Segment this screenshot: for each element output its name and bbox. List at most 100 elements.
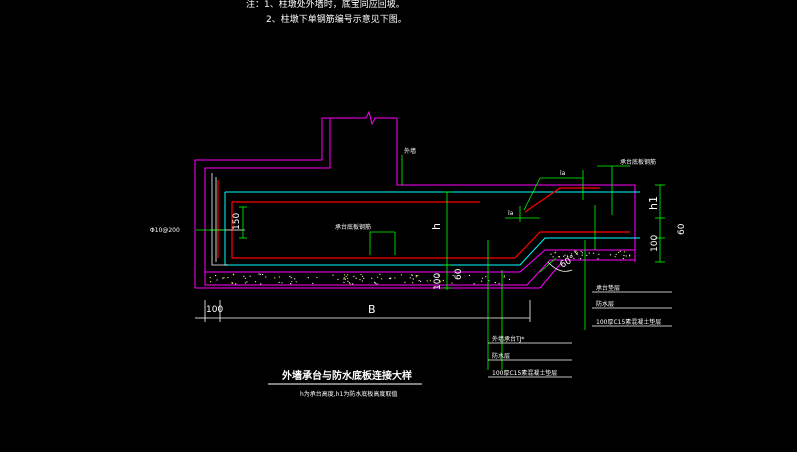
angle-arc <box>547 261 573 272</box>
speckle-dot <box>347 280 349 282</box>
legend-center-2: 防水层 <box>492 352 510 360</box>
speckle-dot <box>581 254 583 256</box>
speckle-dot <box>415 275 417 277</box>
speckle-dot <box>362 275 364 277</box>
dim-150: 150 <box>232 213 242 230</box>
speckle-dot <box>508 278 511 281</box>
speckle-dot <box>349 283 351 285</box>
speckle-dot <box>488 280 490 282</box>
speckle-dot <box>347 277 349 279</box>
speckle-dot <box>580 250 582 252</box>
speckle-dot <box>361 280 363 282</box>
speckle-dot <box>210 281 212 283</box>
speckle-dot <box>503 276 505 278</box>
drawing-subtitle: h为承台高度,h1为防水底板高度取值 <box>300 390 397 398</box>
legend-right-1: 承台垫层 <box>596 284 620 292</box>
speckle-dot <box>359 279 361 281</box>
speckle-dot <box>494 282 496 284</box>
speckle-dot <box>575 250 577 252</box>
speckle-dot <box>376 283 378 285</box>
speckle-dot <box>216 279 218 281</box>
speckle-dot <box>360 273 362 276</box>
speckle-dot <box>332 274 334 276</box>
speckle-dot <box>566 255 569 257</box>
speckle-dot <box>482 277 484 279</box>
speckle-dot <box>290 283 292 285</box>
dim-h: h <box>430 223 443 230</box>
speckle-dot <box>231 282 233 284</box>
speckle-dot <box>222 277 224 279</box>
speckle-dot <box>552 256 554 258</box>
note-line-1: 注：1、柱墩处外墙时，底宝同应回坡。 <box>246 0 405 10</box>
speckle-dot <box>246 281 248 283</box>
speckle-dot <box>614 256 616 258</box>
speckle-dot <box>581 252 584 254</box>
speckle-dot <box>259 273 261 275</box>
label-top-rebar-right: 承台底板钢筋 <box>620 158 656 166</box>
speckle-dot <box>344 278 346 280</box>
speckle-dot <box>260 283 262 285</box>
label-wall: 外墙 <box>404 147 416 155</box>
speckle-dot <box>412 278 414 280</box>
label-la-mid: la <box>508 210 514 217</box>
speckle-dot <box>615 253 617 255</box>
speckle-dot <box>563 255 565 257</box>
dim-60-center: 60 <box>454 268 464 280</box>
speckle-dot <box>345 275 347 277</box>
rebar-lines <box>217 180 630 259</box>
dim-60-right: 60 <box>677 223 687 235</box>
legend-right-2: 防水层 <box>596 300 614 308</box>
speckle-dot <box>389 278 391 280</box>
legend-right-3: 100厚C15素混凝土垫层 <box>596 318 661 326</box>
speckle-dot <box>574 251 576 253</box>
speckle-dot <box>258 273 260 275</box>
speckle-dot <box>379 273 381 275</box>
speckle-dot <box>618 251 620 253</box>
label-stirrup: Φ10@200 <box>150 227 180 234</box>
note-line-2: 2、柱墩下单钢筋编号示意见下图。 <box>266 13 407 25</box>
speckle-dot <box>426 280 428 282</box>
speckle-dot <box>481 280 483 282</box>
speckle-dot <box>233 274 235 276</box>
speckle-dot <box>579 258 582 260</box>
speckle-dot <box>343 281 345 283</box>
speckle-dot <box>554 252 556 254</box>
dim-100-center: 100 <box>433 273 443 290</box>
legend-right-lines <box>592 291 672 327</box>
speckle-dot <box>417 275 419 277</box>
speckle-dot <box>452 274 454 276</box>
speckle-dot <box>451 282 453 284</box>
speckle-dot <box>337 278 339 281</box>
speckle-dot <box>625 255 627 257</box>
speckle-dot <box>439 279 441 281</box>
speckle-dot <box>576 252 578 254</box>
speckle-dot <box>409 277 411 279</box>
speckle-dot <box>353 275 355 277</box>
speckle-dot <box>243 275 245 277</box>
speckle-dot <box>586 254 588 256</box>
speckle-dot <box>209 277 211 279</box>
speckle-dot <box>274 277 276 279</box>
dim-100-bottom: 100 <box>206 305 223 315</box>
speckle-dot <box>235 283 237 285</box>
speckle-dot <box>550 253 552 255</box>
dim-h1: h1 <box>647 196 660 210</box>
dim-angle: 60° <box>559 254 578 271</box>
legend-center-1: 外墙承台TJ* <box>492 335 524 343</box>
label-la-top: la <box>560 170 566 177</box>
speckle-dot <box>418 279 420 282</box>
speckle-dot <box>347 274 349 276</box>
foundation-outline <box>194 110 636 289</box>
speckle-dot <box>622 258 625 260</box>
speckle-dot <box>503 275 505 277</box>
speckle-dot <box>437 274 439 276</box>
speckle-dot <box>265 276 267 278</box>
speckle-dot <box>348 282 350 284</box>
speckle-dot <box>415 276 417 278</box>
dim-100-right: 100 <box>650 235 660 252</box>
speckle-dot <box>312 282 314 284</box>
speckle-dot <box>316 276 318 279</box>
speckle-dot <box>588 252 590 254</box>
